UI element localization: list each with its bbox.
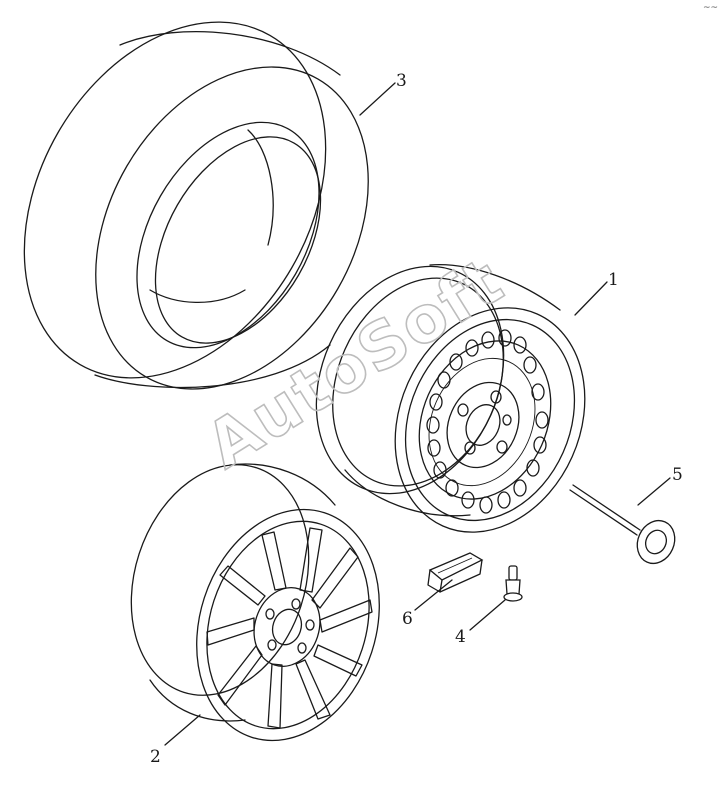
- callout-4: 4: [455, 627, 466, 647]
- balance-weight-part-6: [427, 552, 484, 593]
- corner-mark: ~~: [703, 3, 718, 13]
- wheel-cap-part-5: [569, 484, 676, 565]
- callout-2: 2: [150, 747, 161, 767]
- callout-3: 3: [396, 71, 407, 91]
- callout-1: 1: [608, 270, 619, 290]
- callout-6: 6: [402, 609, 413, 629]
- leader-lines: [164, 82, 671, 746]
- vent-holes: [426, 329, 549, 514]
- callout-5: 5: [672, 465, 683, 485]
- tire-part-3: [23, 21, 369, 390]
- alloy-wheel-part-2: [130, 463, 380, 742]
- spokes: [206, 527, 373, 729]
- valve-stem-part-4: [503, 565, 523, 602]
- steel-wheel-part-1: [315, 264, 586, 533]
- watermark: AutoSoft: [194, 244, 517, 484]
